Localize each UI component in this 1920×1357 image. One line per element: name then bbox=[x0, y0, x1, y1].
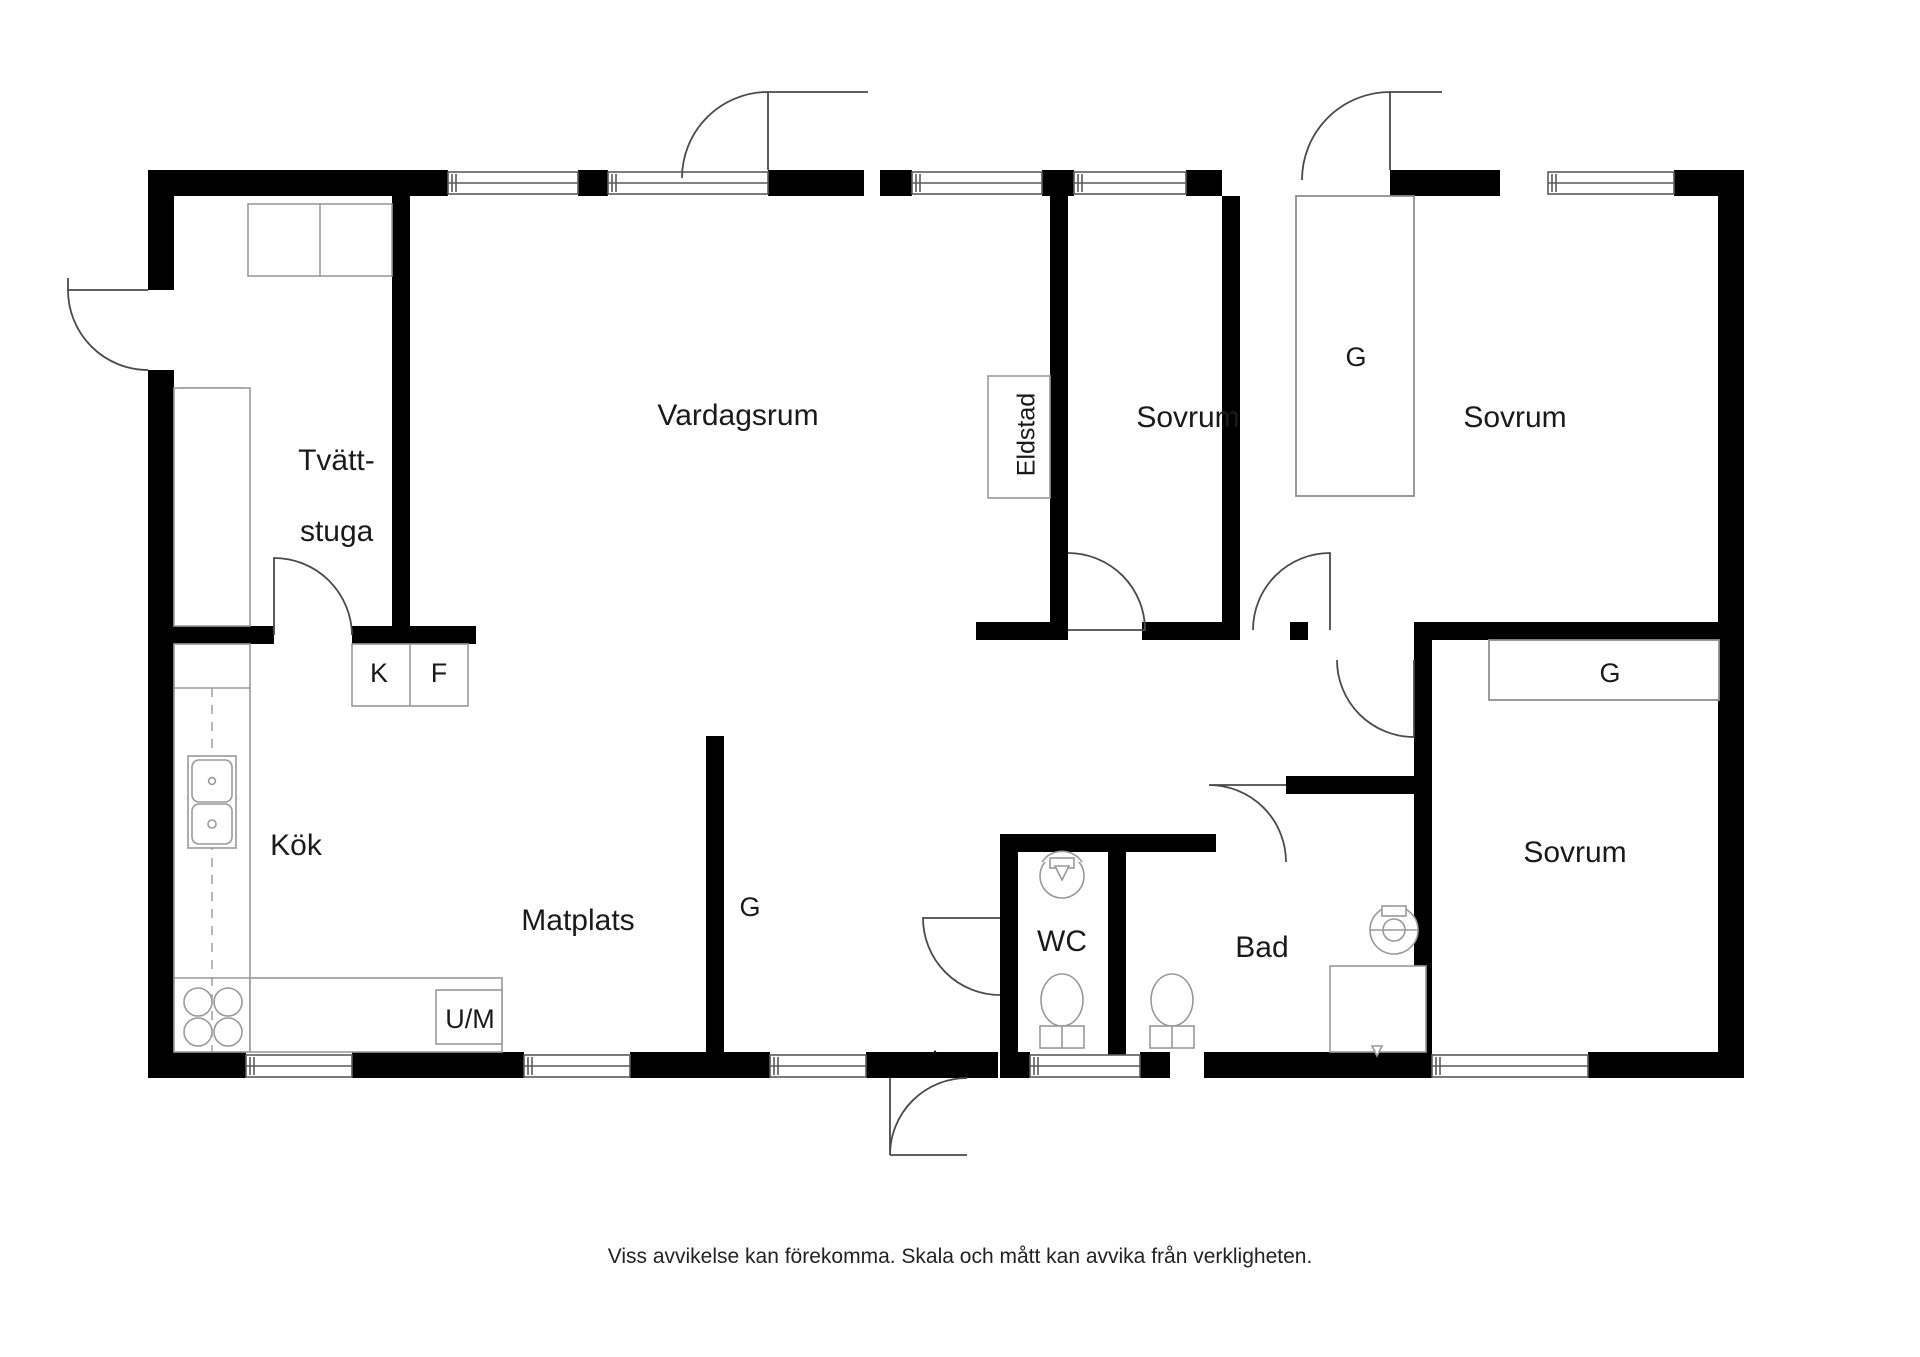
doors bbox=[67, 91, 1442, 1156]
door-sovrum1 bbox=[1067, 552, 1146, 631]
door-main-entrance bbox=[889, 1077, 968, 1156]
wc-sink-icon bbox=[1039, 850, 1085, 899]
kitchen-sink-icon bbox=[187, 755, 237, 849]
door-sovrum3 bbox=[1336, 659, 1415, 738]
window-bottom-4 bbox=[1029, 1054, 1141, 1078]
bad-sink-icon bbox=[1369, 905, 1419, 955]
window-top-3 bbox=[911, 171, 1043, 195]
interior-walls bbox=[160, 196, 1744, 1070]
oven-microwave-cabinet bbox=[249, 977, 503, 1053]
door-tvattstuga bbox=[273, 557, 353, 636]
disclaimer-caption: Viss avvikelse kan förekomma. Skala och … bbox=[607, 1245, 1313, 1268]
door-top-vardagsrum bbox=[681, 91, 868, 179]
windows bbox=[245, 171, 1675, 1078]
door-wc bbox=[922, 917, 1001, 996]
closet-right bbox=[1488, 639, 1720, 701]
shower-tray-icon bbox=[1329, 965, 1427, 1058]
door-sovrum2 bbox=[1252, 552, 1331, 631]
window-top-4 bbox=[1073, 171, 1187, 195]
kyl-frys-cabinets bbox=[351, 643, 469, 707]
fireplace-box bbox=[987, 375, 1051, 499]
bad-toilet-icon bbox=[1149, 973, 1195, 1049]
window-top-1 bbox=[447, 171, 579, 195]
door-left-exterior bbox=[67, 278, 149, 371]
wc-toilet-icon bbox=[1039, 973, 1085, 1049]
window-bottom-1 bbox=[245, 1054, 353, 1078]
thin-outlines bbox=[1295, 195, 1720, 701]
window-bottom-2 bbox=[523, 1054, 631, 1078]
window-top-2 bbox=[607, 171, 769, 195]
window-bottom-5 bbox=[1431, 1054, 1589, 1078]
window-top-5 bbox=[1547, 171, 1675, 195]
door-bad bbox=[1208, 784, 1287, 863]
fixtures bbox=[173, 195, 1720, 1058]
entrance-arrow-icon bbox=[923, 1050, 947, 1078]
door-top-sovrum2 bbox=[1301, 91, 1442, 181]
window-bottom-3 bbox=[769, 1054, 867, 1078]
closet-top bbox=[1295, 195, 1415, 497]
fixture-label-eldstad: Eldstad bbox=[1012, 392, 1041, 477]
stove-icon bbox=[183, 987, 243, 1047]
tvattstuga-upper-cabinets bbox=[247, 203, 393, 277]
tvattstuga-counter bbox=[173, 387, 251, 627]
